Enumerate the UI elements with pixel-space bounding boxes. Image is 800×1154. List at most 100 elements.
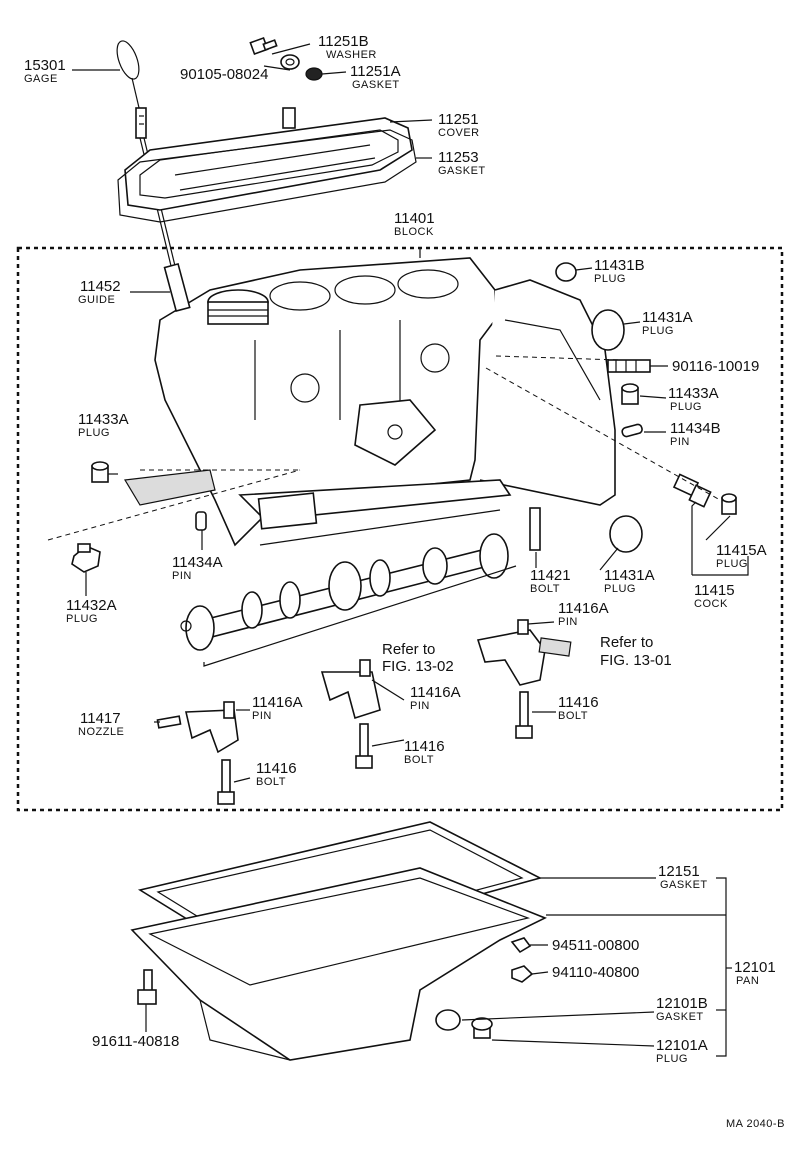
bolt-right <box>515 691 533 739</box>
callout-90116-number: 90116-10019 <box>672 358 759 375</box>
plug-11433a-right <box>621 383 639 405</box>
callout-11416a-center-desc: PIN <box>410 700 430 712</box>
callout-12101b-desc: GASKET <box>656 1011 704 1023</box>
reference-13-01-line2: FIG. 13-01 <box>600 652 672 669</box>
callout-11251-number: 11251 <box>438 111 479 128</box>
callout-12151-desc: GASKET <box>660 879 708 891</box>
callout-11433a-right-desc: PLUG <box>670 401 702 413</box>
callout-11434b-number: 11434B <box>670 420 721 437</box>
callout-11417-desc: NOZZLE <box>78 726 124 738</box>
callout-11416a-center-number: 11416A <box>410 684 461 701</box>
callout-11416a-left-desc: PIN <box>252 710 272 722</box>
callout-11433a-right-number: 11433A <box>668 385 719 402</box>
callout-11416-center-number: 11416 <box>404 738 445 755</box>
callout-94110-number: 94110-40800 <box>552 964 639 981</box>
reference-13-02-line2: FIG. 13-02 <box>382 658 454 675</box>
callout-11251a-desc: GASKET <box>352 79 400 91</box>
callout-11431b-number: 11431B <box>594 257 645 274</box>
callout-11416-right-number: 11416 <box>558 694 599 711</box>
callout-15301-desc: GAGE <box>24 73 58 85</box>
stud-11421 <box>529 507 541 551</box>
plug-11431a-top <box>591 309 625 351</box>
callout-11401-desc: BLOCK <box>394 226 434 238</box>
dipstick-guide <box>163 262 191 313</box>
drawing-layer <box>16 36 784 1061</box>
side-cover-gasket <box>117 129 417 223</box>
callout-11431a-top-number: 11431A <box>642 309 693 326</box>
pin-11434a <box>195 511 207 531</box>
callout-12101a-number: 12101A <box>656 1037 708 1054</box>
callout-11416a-left-number: 11416A <box>252 694 303 711</box>
callout-11432a-number: 11432A <box>66 597 117 614</box>
callout-15301-number: 15301 <box>24 57 66 74</box>
callout-11251a-number: 11251A <box>350 63 401 80</box>
callout-11415a-desc: PLUG <box>716 558 748 570</box>
callout-12101-number: 12101 <box>734 959 776 976</box>
pan-stud-91611 <box>137 969 157 1005</box>
block-assembly-boundary <box>16 246 784 812</box>
plug-11432a <box>71 543 101 573</box>
callout-11421-desc: BOLT <box>530 583 560 595</box>
callout-11415a-number: 11415A <box>716 542 767 559</box>
callout-11416-left-number: 11416 <box>256 760 297 777</box>
nut-94511 <box>510 937 532 954</box>
callout-11253-desc: GASKET <box>438 165 486 177</box>
callout-11251-desc: COVER <box>438 127 480 139</box>
callout-11251b-desc: WASHER <box>326 49 377 61</box>
drain-cock <box>672 473 737 515</box>
stud-90116 <box>607 359 651 373</box>
callout-labels: 15301 GAGE 11251B WASHER 90105-08024 112… <box>24 33 776 1065</box>
assembly-dashes <box>47 355 721 541</box>
bearing-cap-left <box>185 701 239 754</box>
callout-12101a-desc: PLUG <box>656 1053 688 1065</box>
callout-11431a-bottom-desc: PLUG <box>604 583 636 595</box>
oil-pan <box>130 867 547 1061</box>
callout-11431b-desc: PLUG <box>594 273 626 285</box>
plug-11433a-left <box>91 461 109 483</box>
callout-11452-number: 11452 <box>80 278 121 295</box>
callout-11432a-desc: PLUG <box>66 613 98 625</box>
reference-13-01-line1: Refer to <box>600 634 653 651</box>
figure-code: MA 2040-B <box>726 1118 785 1130</box>
callout-11417-number: 11417 <box>80 710 121 727</box>
callout-11433a-left-number: 11433A <box>78 411 129 428</box>
pin-11434b <box>621 423 643 438</box>
callout-11434a-number: 11434A <box>172 554 223 571</box>
callout-11253-number: 11253 <box>438 149 479 166</box>
drain-plug-gasket <box>435 1009 461 1031</box>
plug-11431b <box>555 262 577 282</box>
callout-11416-center-desc: BOLT <box>404 754 434 766</box>
callout-91611-number: 91611-40818 <box>92 1033 179 1050</box>
callout-11416a-right-number: 11416A <box>558 600 609 617</box>
callout-11415-number: 11415 <box>694 582 735 599</box>
callout-11416-left-desc: BOLT <box>256 776 286 788</box>
reference-13-02-line1: Refer to <box>382 641 435 658</box>
reference-notes: Refer to FIG. 13-02 Refer to FIG. 13-01 <box>382 634 672 675</box>
nut-94110 <box>511 965 534 983</box>
oil-nozzle <box>156 715 182 729</box>
bearing-cap-center <box>320 659 381 720</box>
callout-94511-number: 94511-00800 <box>552 937 639 954</box>
cylinder-block <box>124 257 616 547</box>
camshaft <box>180 533 509 651</box>
bolt-center <box>355 723 373 769</box>
callout-11431a-bottom-number: 11431A <box>604 567 655 584</box>
callout-11434b-desc: PIN <box>670 436 690 448</box>
callout-11433a-left-desc: PLUG <box>78 427 110 439</box>
bearing-cap-right <box>476 619 572 686</box>
plug-11431a-bottom <box>609 515 643 553</box>
callout-11416-right-desc: BOLT <box>558 710 588 722</box>
callout-11431a-top-desc: PLUG <box>642 325 674 337</box>
callout-11434a-desc: PIN <box>172 570 192 582</box>
callout-11401-number: 11401 <box>394 210 435 227</box>
callout-11415-desc: COCK <box>694 598 728 610</box>
callout-11421-number: 11421 <box>530 567 571 584</box>
callout-12101b-number: 12101B <box>656 995 708 1012</box>
callout-11452-desc: GUIDE <box>78 294 115 306</box>
callout-90105-number: 90105-08024 <box>180 66 268 83</box>
callout-12101-desc: PAN <box>736 975 759 987</box>
drain-plug <box>471 1017 493 1039</box>
bolt-left <box>217 759 235 805</box>
callout-11251b-number: 11251B <box>318 33 369 50</box>
